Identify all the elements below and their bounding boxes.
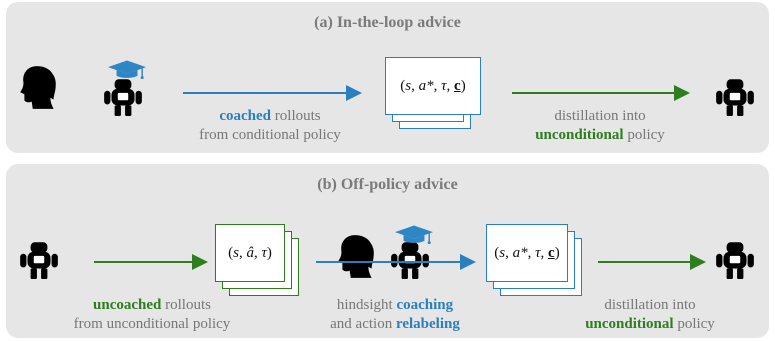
caption-coached-rollouts: coached rollouts from conditional policy xyxy=(199,108,341,143)
caption-distillation-a: distillation into unconditional policy xyxy=(535,108,665,143)
tuple-label: (s, a*, τ, c) xyxy=(494,244,560,261)
panel-a-title: (a) In-the-loop advice xyxy=(314,14,461,31)
card-stack-relabeled: (s, a*, τ, c) xyxy=(486,224,582,302)
card-stack-uncoached: (s, â, τ) xyxy=(215,224,307,302)
card-stack-coached: (s, a*, τ, c) xyxy=(385,57,481,133)
panel-b-title: (b) Off-policy advice xyxy=(317,176,458,193)
tuple-label: (s, â, τ) xyxy=(228,244,272,261)
caption-hindsight-coaching: hindsight coaching and action relabeling xyxy=(330,297,460,332)
panel-off-policy: (b) Off-policy advice xyxy=(6,164,769,338)
caption-distillation-b: distillation into unconditional policy xyxy=(585,297,715,332)
caption-uncoached-rollouts: uncoached rollouts from unconditional po… xyxy=(73,297,231,332)
tuple-label: (s, a*, τ, c) xyxy=(400,77,466,94)
